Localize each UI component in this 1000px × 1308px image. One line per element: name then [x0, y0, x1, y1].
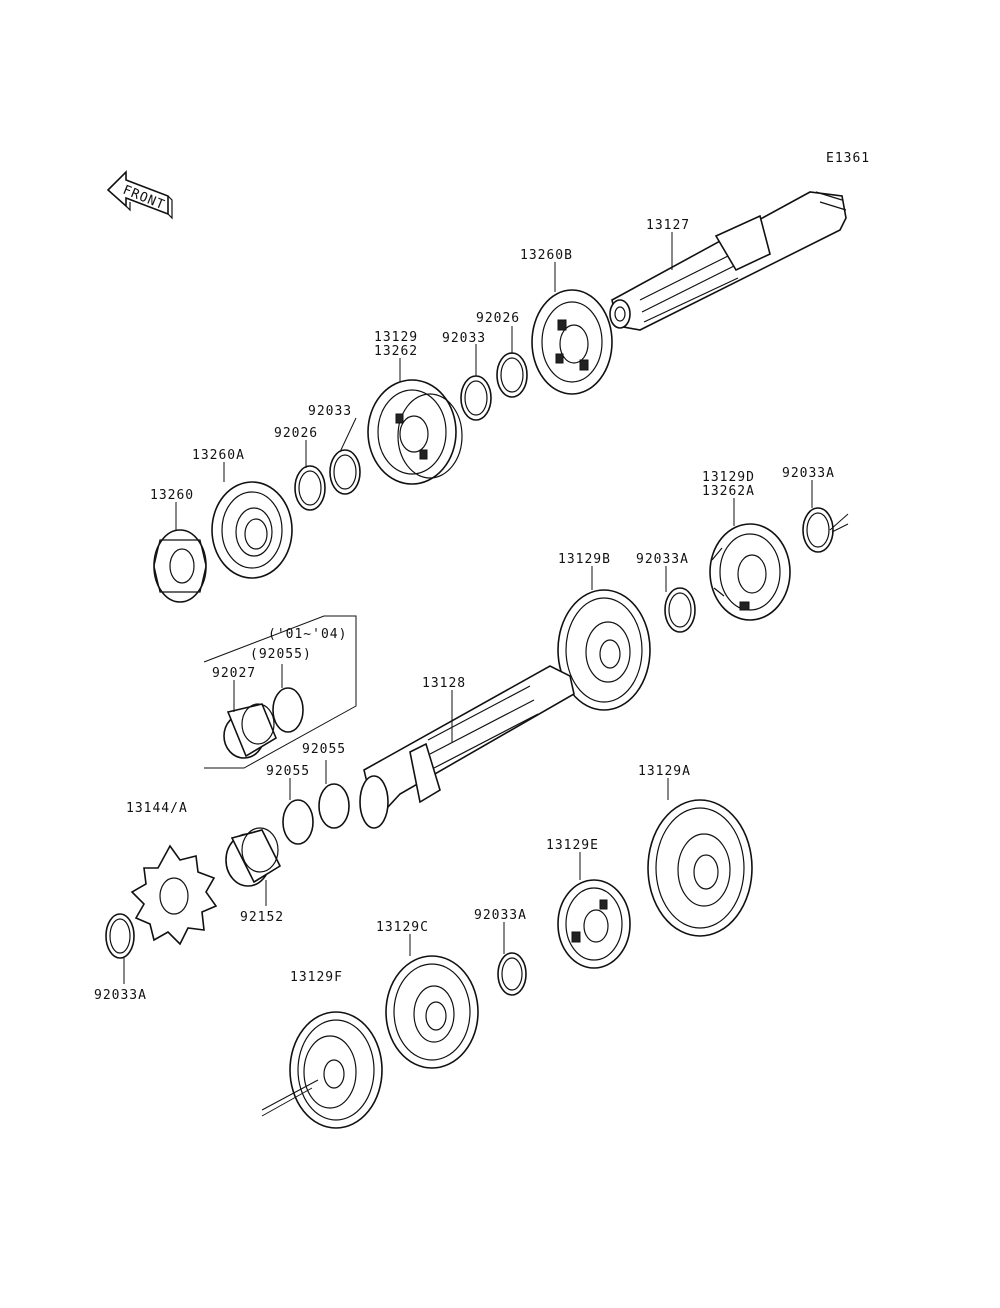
gear-13260A [211, 481, 293, 579]
label-13129C: 13129C [376, 920, 429, 935]
circlip-92026-mid [294, 465, 326, 511]
label-13129: 13129 [374, 330, 418, 345]
label-92033A-left: 92033A [94, 988, 147, 1003]
circlip-92026-upper [496, 352, 528, 398]
gear-13129F [261, 1011, 383, 1129]
label-13129E: 13129E [546, 838, 599, 853]
label-92055-paren: (92055) [250, 647, 312, 662]
gear-13129 [367, 379, 463, 485]
label-13260A: 13260A [192, 448, 245, 463]
washer-92033-upper [460, 375, 492, 421]
part-labels: 13127 13260B 92026 92033 13129 13262 920… [94, 218, 835, 1003]
label-model-years: ('01~'04) [268, 627, 347, 642]
oring-92055-bracket [272, 687, 304, 733]
shaft-13127 [609, 191, 847, 331]
sprocket-13144A [130, 844, 218, 946]
label-92055-b: 92055 [302, 742, 346, 757]
shaft-13128 [359, 665, 575, 829]
label-13260: 13260 [150, 488, 194, 503]
circlip-92033A-mid [664, 587, 696, 633]
gear-13260 [153, 529, 207, 603]
label-92033A-lower: 92033A [474, 908, 527, 923]
label-92033-upper: 92033 [442, 331, 486, 346]
collar-92152 [225, 827, 282, 887]
circlip-92033A-left [105, 913, 135, 959]
label-13129B: 13129B [558, 552, 611, 567]
gear-13129C [385, 955, 479, 1069]
label-13129D: 13129D [702, 470, 755, 485]
label-92152: 92152 [240, 910, 284, 925]
circlip-92033A-right [802, 507, 849, 553]
leader-lines [123, 232, 813, 984]
gear-13129A [647, 799, 753, 937]
washer-92033-mid [329, 449, 361, 495]
oring-92055-b [318, 783, 350, 829]
circlip-92033A-lower [497, 952, 527, 996]
variant-bracket [203, 615, 357, 769]
label-13260B: 13260B [520, 248, 573, 263]
gear-13129D [709, 523, 791, 621]
diagram-code: E1361 [826, 151, 870, 166]
label-13262: 13262 [374, 344, 418, 359]
label-13144A: 13144/A [126, 801, 188, 816]
label-92026-mid: 92026 [274, 426, 318, 441]
label-92055-a: 92055 [266, 764, 310, 779]
label-92033A-mid: 92033A [636, 552, 689, 567]
label-13262A: 13262A [702, 484, 755, 499]
label-92027: 92027 [212, 666, 256, 681]
front-arrow: FRONT [106, 170, 173, 220]
label-92026-upper: 92026 [476, 311, 520, 326]
bushing-92027 [223, 703, 278, 759]
label-13128: 13128 [422, 676, 466, 691]
label-13127: 13127 [646, 218, 690, 233]
label-13129A: 13129A [638, 764, 691, 779]
gear-13129E [557, 879, 631, 969]
oring-92055-a [282, 799, 314, 845]
label-92033A-right: 92033A [782, 466, 835, 481]
gear-13260B [531, 289, 613, 395]
gear-13129B [557, 589, 651, 711]
label-92033-mid: 92033 [308, 404, 352, 419]
label-13129F: 13129F [290, 970, 343, 985]
